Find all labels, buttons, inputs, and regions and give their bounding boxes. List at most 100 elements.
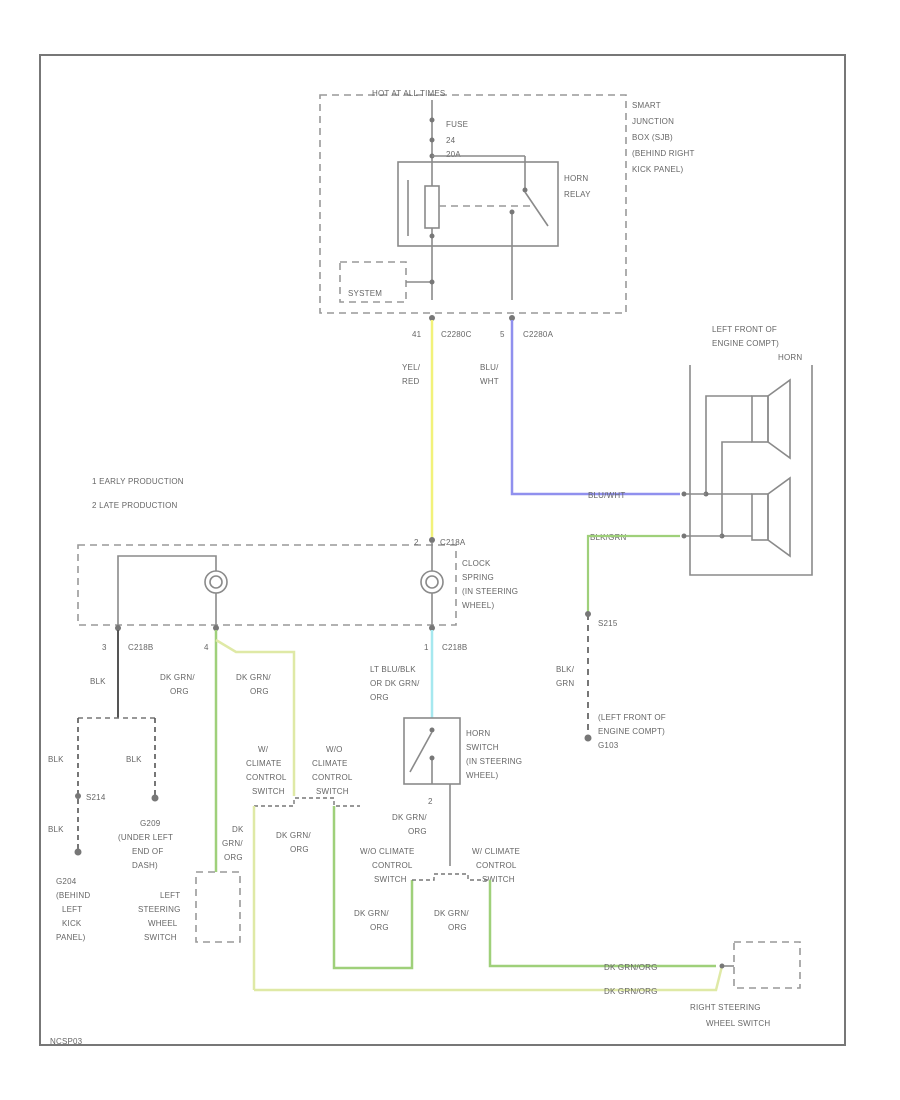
svg-text:ORG: ORG — [224, 853, 243, 862]
svg-text:BLU/: BLU/ — [480, 363, 499, 372]
horn-connector — [681, 533, 687, 539]
svg-text:DK GRN/: DK GRN/ — [160, 673, 195, 682]
left-steering-label: LEFT STEERING WHEEL SWITCH — [138, 891, 181, 942]
svg-text:WHT: WHT — [480, 377, 499, 386]
ground-g103 — [584, 734, 592, 742]
dk-grn-org-label: DK GRN/ ORG — [222, 825, 244, 862]
woc-climate-label-2: W/O CLIMATE CONTROL SWITCH — [360, 847, 414, 884]
svg-text:WHEEL): WHEEL) — [466, 771, 498, 780]
svg-text:ORG: ORG — [290, 845, 309, 854]
svg-text:SWITCH: SWITCH — [252, 787, 285, 796]
early-production-label: 1 EARLY PRODUCTION — [92, 477, 184, 486]
wc-climate-label-2: W/ CLIMATE CONTROL SWITCH — [472, 847, 520, 884]
clock-spring-wire — [117, 555, 217, 625]
right-steering-wheel-switch — [733, 941, 801, 989]
pin-41: 41 — [412, 330, 422, 339]
svg-text:W/O: W/O — [326, 745, 343, 754]
svg-text:(IN STEERING: (IN STEERING — [466, 757, 522, 766]
c2280a-label: C2280A — [523, 330, 554, 339]
svg-text:CLOCK: CLOCK — [462, 559, 491, 568]
horn-switch-blade — [409, 731, 433, 773]
system-node — [429, 279, 435, 285]
svg-text:(BEHIND: (BEHIND — [56, 891, 90, 900]
svg-text:DK GRN/: DK GRN/ — [276, 831, 311, 840]
climate-switch-selector — [412, 873, 490, 881]
svg-text:SPRING: SPRING — [462, 573, 494, 582]
blk-grn-label: BLK/ GRN — [556, 665, 575, 688]
svg-text:SWITCH: SWITCH — [374, 875, 407, 884]
svg-text:WHEEL: WHEEL — [148, 919, 178, 928]
c218b-left-label: C218B — [128, 643, 153, 652]
svg-text:G103: G103 — [598, 741, 619, 750]
svg-text:CONTROL: CONTROL — [476, 861, 517, 870]
horn-icon — [751, 378, 791, 460]
diagram-frame — [39, 54, 846, 1046]
svg-text:RIGHT STEERING: RIGHT STEERING — [690, 1003, 761, 1012]
connector-c218b-pin3 — [115, 625, 121, 631]
svg-text:KICK PANEL): KICK PANEL) — [632, 165, 684, 174]
blu-wht-wire — [510, 320, 680, 496]
svg-text:BLK/: BLK/ — [556, 665, 575, 674]
dk-grn-org-wire-label: DK GRN/ORG — [604, 987, 658, 996]
svg-text:SWITCH: SWITCH — [144, 933, 177, 942]
relay-contact — [522, 187, 528, 193]
woc-climate-label: W/O CLIMATE CONTROL SWITCH — [312, 745, 353, 796]
s215-label: S215 — [598, 619, 618, 628]
sjb-label: SMART JUNCTION BOX (SJB) (BEHIND RIGHT K… — [632, 101, 694, 174]
c218b-label: C218B — [442, 643, 467, 652]
svg-text:CONTROL: CONTROL — [372, 861, 413, 870]
svg-text:DK GRN/: DK GRN/ — [434, 909, 469, 918]
system-label: SYSTEM — [348, 289, 382, 298]
clock-spring-box — [77, 544, 457, 626]
dk-grn-org-wire — [332, 806, 414, 970]
svg-text:DK GRN/: DK GRN/ — [354, 909, 389, 918]
connector-c2280c — [429, 315, 435, 321]
svg-text:STEERING: STEERING — [138, 905, 181, 914]
svg-text:OR DK GRN/: OR DK GRN/ — [370, 679, 420, 688]
svg-text:LT BLU/BLK: LT BLU/BLK — [370, 665, 416, 674]
relay-switch-blade — [524, 191, 549, 227]
clock-spring-label: CLOCK SPRING (IN STEERING WHEEL) — [462, 559, 518, 610]
relay-coil — [424, 185, 440, 229]
svg-text:ORG: ORG — [408, 827, 427, 836]
svg-text:ORG: ORG — [170, 687, 189, 696]
yel-red-label: YEL/ RED — [402, 363, 421, 386]
dk-grn-org-wire — [215, 638, 296, 796]
svg-text:SWITCH: SWITCH — [482, 875, 515, 884]
horn-switch-contact — [429, 727, 435, 733]
svg-text:PANEL): PANEL) — [56, 933, 86, 942]
fuse-node — [429, 137, 435, 143]
svg-text:DK: DK — [232, 825, 244, 834]
dk-grn-org-wire — [254, 965, 724, 992]
svg-text:G204: G204 — [56, 877, 77, 886]
splice-s215 — [585, 611, 591, 617]
horn-enclosure — [689, 365, 813, 576]
horn-relay-label: HORN RELAY — [564, 174, 591, 199]
connector-c218a — [429, 537, 435, 543]
svg-text:GRN/: GRN/ — [222, 839, 243, 848]
connector-c2280a — [509, 315, 515, 321]
relay-node — [429, 233, 435, 239]
svg-text:ENGINE COMPT): ENGINE COMPT) — [712, 339, 779, 348]
svg-text:LEFT: LEFT — [160, 891, 180, 900]
svg-text:YEL/: YEL/ — [402, 363, 421, 372]
svg-text:JUNCTION: JUNCTION — [632, 117, 674, 126]
pin-5: 5 — [500, 330, 505, 339]
right-steering-label: RIGHT STEERING WHEEL SWITCH — [690, 1003, 770, 1028]
blk-lower-label: BLK — [48, 825, 64, 834]
svg-text:DK GRN/: DK GRN/ — [392, 813, 427, 822]
fuse-amperage: 20A — [446, 150, 461, 159]
connector-c218b-pin1 — [429, 625, 435, 631]
pin-1: 1 — [424, 643, 429, 652]
fuse-label: FUSE — [446, 120, 468, 129]
svg-text:W/: W/ — [258, 745, 269, 754]
left-steering-wheel-switch — [195, 871, 241, 943]
pin-2-c218a: 2 — [414, 538, 419, 547]
dk-grn-org-wire-label: DK GRN/ORG — [604, 963, 658, 972]
g209-label: G209 (UNDER LEFT END OF DASH) — [118, 819, 173, 870]
svg-text:RED: RED — [402, 377, 420, 386]
pin-4: 4 — [204, 643, 209, 652]
blk-grn-wire — [586, 534, 680, 614]
climate-switch-selector — [254, 797, 360, 807]
late-production-label: 2 LATE PRODUCTION — [92, 501, 178, 510]
